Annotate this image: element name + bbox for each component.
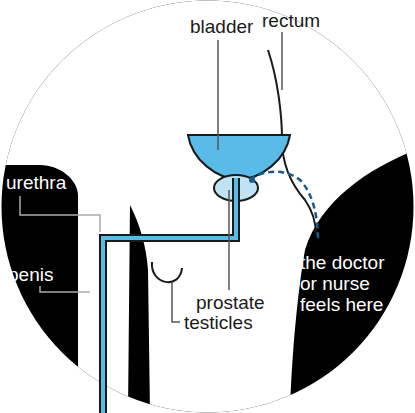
examination-path [250, 172, 318, 240]
part-label: urethra [6, 172, 66, 193]
leader-line [228, 190, 230, 290]
bladder-shape [188, 135, 290, 180]
testicles-outline [152, 262, 182, 282]
part-label: penis [8, 264, 53, 285]
part-label: the doctor or nurse feels here [300, 252, 400, 315]
part-label: bladder [190, 16, 253, 37]
leader-line [172, 282, 180, 322]
part-label: rectum [262, 10, 320, 31]
leader-line [281, 32, 283, 90]
part-label: testicles [184, 312, 253, 333]
leader-line [217, 40, 219, 150]
examination-point [249, 177, 255, 183]
leader-line [20, 196, 100, 232]
part-label: prostate [196, 292, 265, 313]
leader-line [40, 286, 90, 292]
